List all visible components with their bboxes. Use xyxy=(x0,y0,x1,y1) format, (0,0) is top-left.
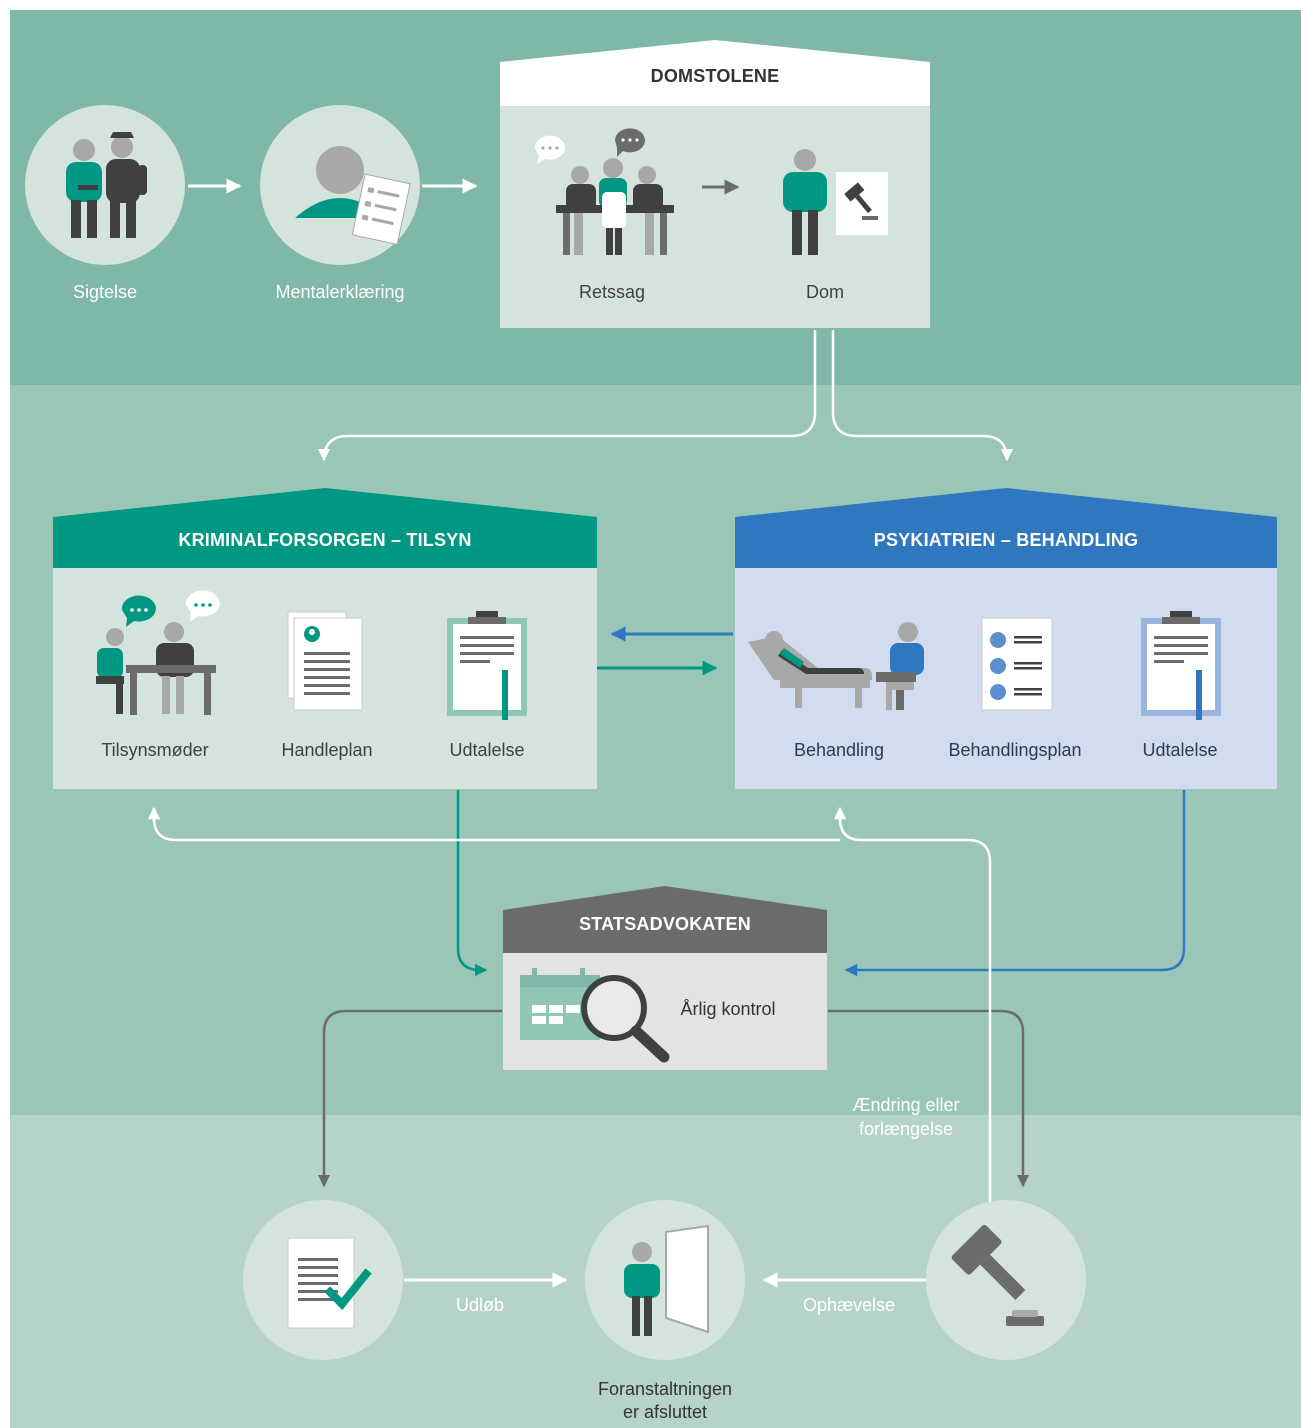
label-mentalerklaering: Mentalerklæring xyxy=(275,282,405,302)
kriminal-title: KRIMINALFORSORGEN – TILSYN xyxy=(178,530,472,550)
calendar-magnifier-icon xyxy=(520,968,670,1063)
label-retssag: Retssag xyxy=(578,282,646,302)
arrow-dom-to-psyk xyxy=(831,330,1014,462)
label-behandling: Behandling xyxy=(793,740,885,760)
arrow-psyk-to-statsadvokaten xyxy=(844,790,1186,977)
supervision-meeting-icon xyxy=(96,590,220,715)
label-udtalelse-kriminal: Udtalelse xyxy=(449,740,525,760)
label-aendring-line2: forlængelse xyxy=(858,1119,954,1139)
treatment-plan-icon xyxy=(981,617,1053,711)
arrow-statsadvokaten-to-udloeb xyxy=(317,1009,502,1188)
clipboard-statement-icon-psyk xyxy=(1141,611,1221,720)
action-plan-icon xyxy=(287,611,363,711)
sigtelse-circle xyxy=(25,105,185,265)
arrow-statsadvokaten-to-ophaevelse xyxy=(828,1009,1030,1188)
document-check-icon xyxy=(287,1237,372,1329)
arrow-change-to-kriminal xyxy=(147,806,840,842)
arrested-person-icon xyxy=(66,139,102,238)
therapy-session-icon xyxy=(748,622,924,710)
mentalerklaering-circle xyxy=(260,105,420,265)
gavel-icon xyxy=(951,1224,1044,1326)
label-tilsynsmoeder: Tilsynsmøder xyxy=(101,740,209,760)
document-icon xyxy=(351,173,411,245)
police-officer-icon xyxy=(106,132,147,238)
arrow-change-to-psyk xyxy=(833,806,992,1204)
statsadvokaten-title: STATSADVOKATEN xyxy=(579,914,751,934)
arrow-kriminal-to-statsadvokaten xyxy=(456,790,488,977)
arrow-dom-to-kriminal xyxy=(317,330,817,462)
udloeb-circle xyxy=(243,1200,403,1360)
label-handleplan: Handleplan xyxy=(281,740,373,760)
label-dom: Dom xyxy=(805,282,844,302)
verdict-icon xyxy=(783,149,888,255)
courtroom-icon xyxy=(534,128,674,255)
label-ophaevelse: Ophævelse xyxy=(802,1295,896,1315)
ophaevelse-circle xyxy=(926,1200,1086,1360)
label-udloeb: Udløb xyxy=(455,1295,504,1315)
psyk-title: PSYKIATRIEN – BEHANDLING xyxy=(873,530,1139,550)
label-aendring-line1: Ændring eller xyxy=(852,1095,960,1115)
clipboard-statement-icon-kriminal xyxy=(447,611,527,720)
label-aarlig-kontrol: Årlig kontrol xyxy=(680,999,776,1019)
label-udtalelse-psyk: Udtalelse xyxy=(1142,740,1218,760)
label-sigtelse: Sigtelse xyxy=(72,282,138,302)
afsluttet-circle xyxy=(585,1200,745,1360)
label-afsluttet-line1: Foranstaltningen xyxy=(597,1379,733,1399)
label-afsluttet-line2: er afsluttet xyxy=(622,1402,708,1422)
domstolene-title: DOMSTOLENE xyxy=(650,66,780,86)
label-behandlingsplan: Behandlingsplan xyxy=(948,740,1082,760)
person-exit-door-icon xyxy=(624,1224,709,1336)
